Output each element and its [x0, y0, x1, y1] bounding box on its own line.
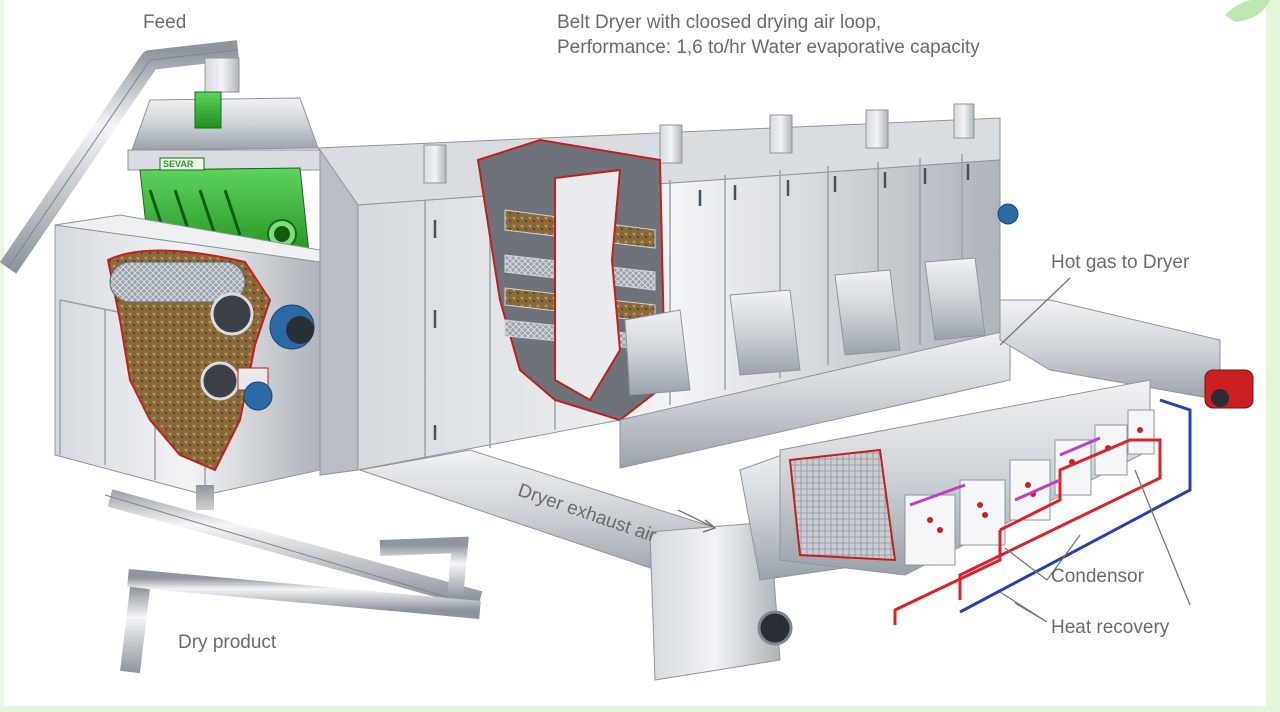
title-line-2: Performance: 1,6 to/hr Water evaporative… — [557, 37, 980, 58]
condensor-bank — [779, 379, 1155, 576]
slide-bottom-border — [0, 706, 1280, 712]
label-hot-gas: Hot gas to Dryer — [1051, 252, 1190, 273]
hot-gas-duct — [619, 299, 1254, 469]
dryer-housing — [317, 103, 1001, 476]
air-inlet-ducts — [624, 257, 986, 396]
dry-product-conveyor — [104, 485, 483, 674]
dryer-inlet-section — [54, 214, 321, 496]
feeder-unit — [127, 91, 321, 263]
sevar-logo: SEVAR — [163, 159, 194, 169]
label-feed: Feed — [143, 12, 187, 33]
slide-right-border — [1266, 0, 1280, 712]
leader-lines — [677, 277, 1191, 623]
dryer-fan-motor — [997, 203, 1019, 225]
leaf-decoration — [1225, 0, 1270, 22]
label-heat-recovery: Heat recovery — [1051, 617, 1170, 638]
title-line-1: Belt Dryer with cloosed drying air loop, — [557, 12, 882, 33]
label-condensor: Condensor — [1051, 566, 1144, 587]
slide-left-border — [0, 0, 4, 712]
label-dry-product: Dry product — [178, 632, 277, 653]
heat-recovery-piping — [893, 398, 1192, 625]
feed-conveyor-pipe — [0, 40, 240, 274]
